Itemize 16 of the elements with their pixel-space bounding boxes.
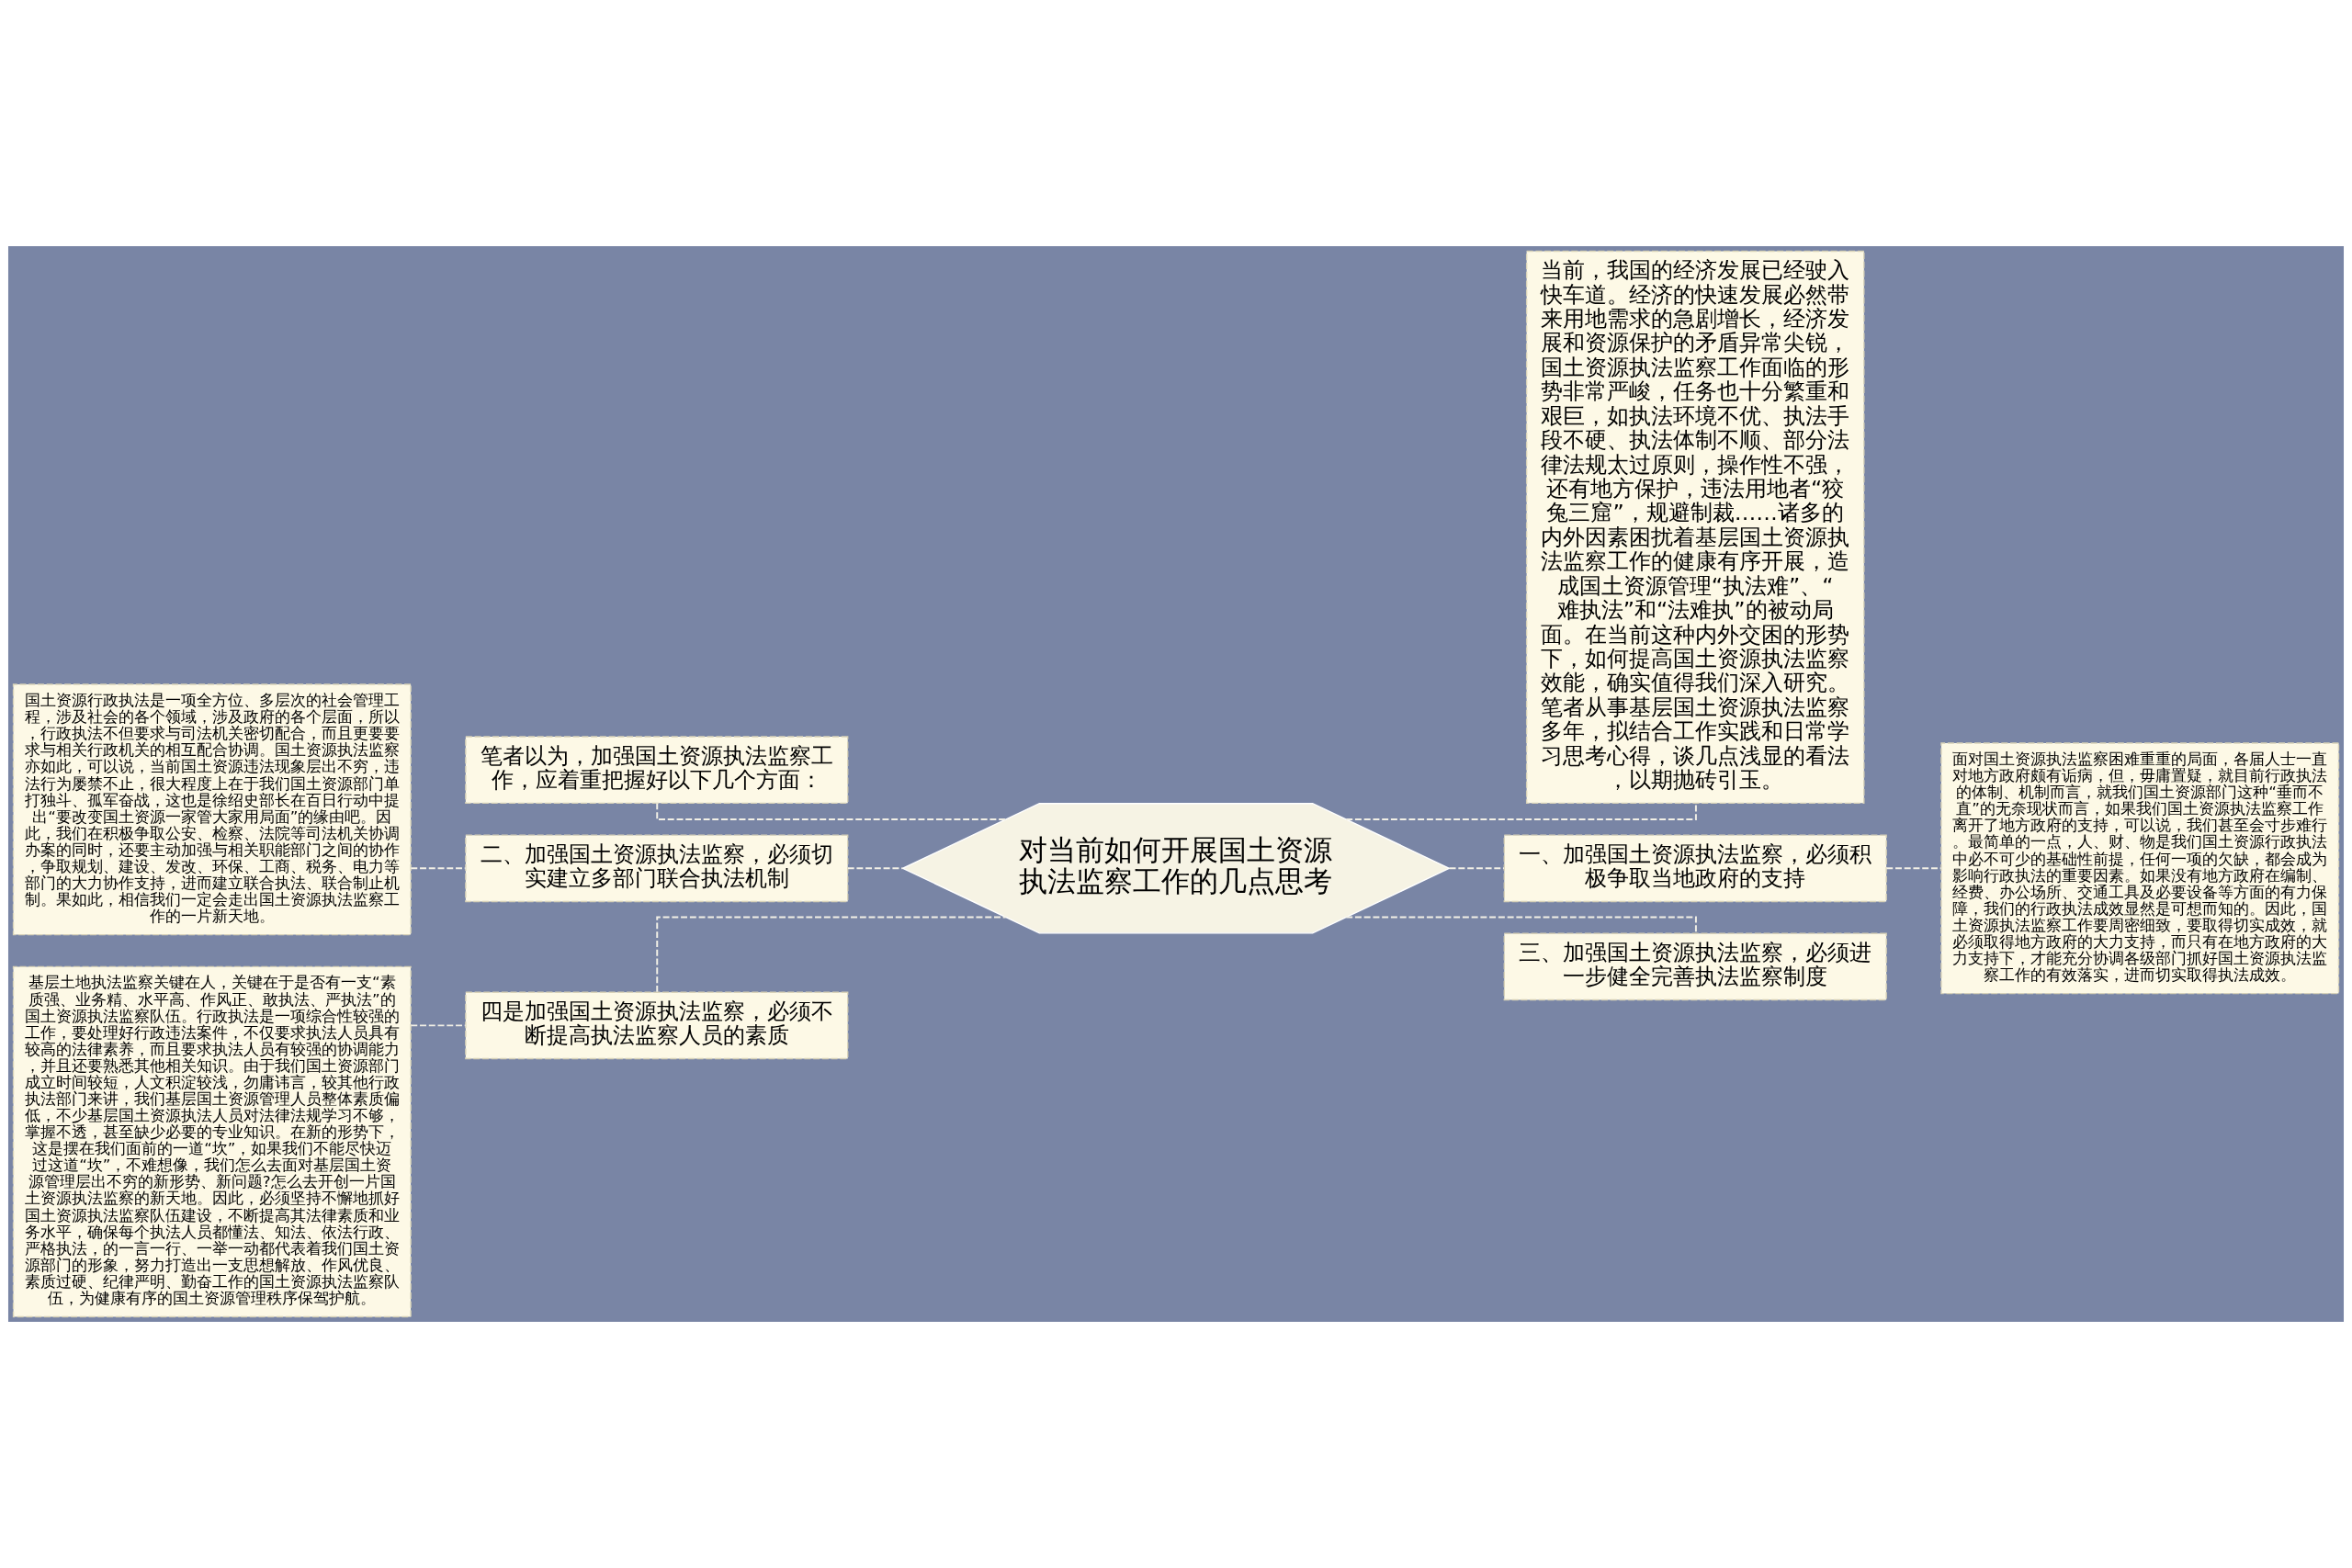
connector [846,867,904,870]
node-box: 当前，我国的经济发展已经驶入快车道。经济的快速发展必然带来用地需求的急剧增长，经济发展和资源保护的矛盾异常尖锐，国土资源执法监察工作面临的形势非常严峻，任务也十分繁重和艰巨，如执法环境不优、执法手段不硬、执法体制不顺、部分法律法规太过原则，操作性不强，还有地方保护，违法用地者“狡兔三窟”，规避制裁……诸多的内外因素困扰着基层国土资源执法监察工作的健康有序开展，造成国土资源管理“执法难”、“难执法”和“法难执”的被动局面。在当前这种内外交困的形势下，如何提高国土资源执法监察效能，确实值得我们深入研究。笔者从事基层国土资源执法监察多年，拟结合工作实践和日常学习思考心得，谈几点浅显的看法，以期抛砖引玉。 [1525,250,1865,805]
connector [656,916,1007,993]
connector [410,867,467,870]
node-box: 一、加强国土资源执法监察，必须积极争取当地政府的支持 [1503,834,1887,903]
node-box: 二、加强国土资源执法监察，必须切实建立多部门联合执法机制 [465,834,849,903]
node-box: 三、加强国土资源执法监察，必须进一步健全完善执法监察制度 [1503,932,1887,1001]
node-box: 基层土地执法监察关键在人，关键在于是否有一支“素质强、业务精、水平高、作风正、敢执法、严执法”的国土资源执法监察队伍。行政执法是一项综合性较强的工作，要处理好行政违法案件，不仅要求执法人员具有较高的法律素养，而且要求执法人员有较强的协调能力，并且还要熟悉其他相关知识。由于我们国土资源部门成立时间较短，人文积淀较浅，勿庸讳言，较其他行政执法部门来讲，我们基层国土资源管理人员整体素质偏低，不少基层国土资源执法人员对法律法规学习不够，掌握不透，甚至缺少必要的专业知识。在新的形势下，这是摆在我们面前的一道“坎”，如果我们不能尽快迈过这道“坎”，不难想像，我们怎么去面对基层国土资源管理层出不穷的新形势、新问题?怎么去开创一片国土资源执法监察的新天地。因此，必须坚持不懈地抓好国土资源执法监察队伍建设，不断提高其法律素质和业务水平，确保每个执法人员都懂法、知法、依法行政、严格执法，的一言一行、一举一动都代表着我们国土资源部门的形象，努力打造出一支思想解放、作风优良、素质过硬、纪律严明、勤奋工作的国土资源执法监察队伍，为健康有序的国土资源管理秩序保驾护航。 [12,965,412,1318]
node-box: 面对国土资源执法监察困难重重的局面，各届人士一直对地方政府颇有诟病，但，毋庸置疑，就目前行政执法的体制、机制而言，就我们国土资源部门这种“垂而不直”的无奈现状而言，如果我们国土资源执法监察工作离开了地方政府的支持，可以说，我们甚至会寸步难行。最简单的一点，人、财、物是我们国土资源行政执法中必不可少的基础性前提，任何一项的欠缺，都会成为影响行政执法的重要因素。如果没有地方政府在编制、经费、办公场所、交通工具及必要设备等方面的有力保障，我们的行政执法成效显然是可想而知的。因此，国土资源执法监察工作要周密细致，要取得切实成效，就必须取得地方政府的大力支持，而只有在地方政府的大力支持下，才能充分协调各级部门抓好国土资源执法监察工作的有效落实，进而切实取得执法成效。 [1940,742,2340,995]
node-box: 国土资源行政执法是一项全方位、多层次的社会管理工程，涉及社会的各个领域，涉及政府的各个层面，所以，行政执法不但要求与司法机关密切配合，而且更要要求与相关行政机关的相互配合协调。国土资源执法监察亦如此，可以说，当前国土资源违法现象层出不穷，违法行为屡禁不止，很大程度上在于我们国土资源部门单打独斗、孤军奋战，这也是徐绍史部长在百日行动中提出“要改变国土资源一家管大家用局面”的缘由吧。因此，我们在积极争取公安、检察、法院等司法机关协调办案的同时，还要主动加强与相关职能部门之间的协作，争取规划、建设、发改、环保、工商、税务、电力等部门的大力协作支持，进而建立联合执法、联合制止机制。果如此，相信我们一定会走出国土资源执法监察工作的一片新天地。 [12,683,412,936]
node-box: 笔者以为，加强国土资源执法监察工作，应着重把握好以下几个方面： [465,736,849,805]
connector [1345,802,1697,820]
node-box: 四是加强国土资源执法监察，必须不断提高执法监察人员的素质 [465,991,849,1060]
connector [1885,867,1942,870]
connector [410,1024,467,1027]
connector [1448,867,1505,870]
